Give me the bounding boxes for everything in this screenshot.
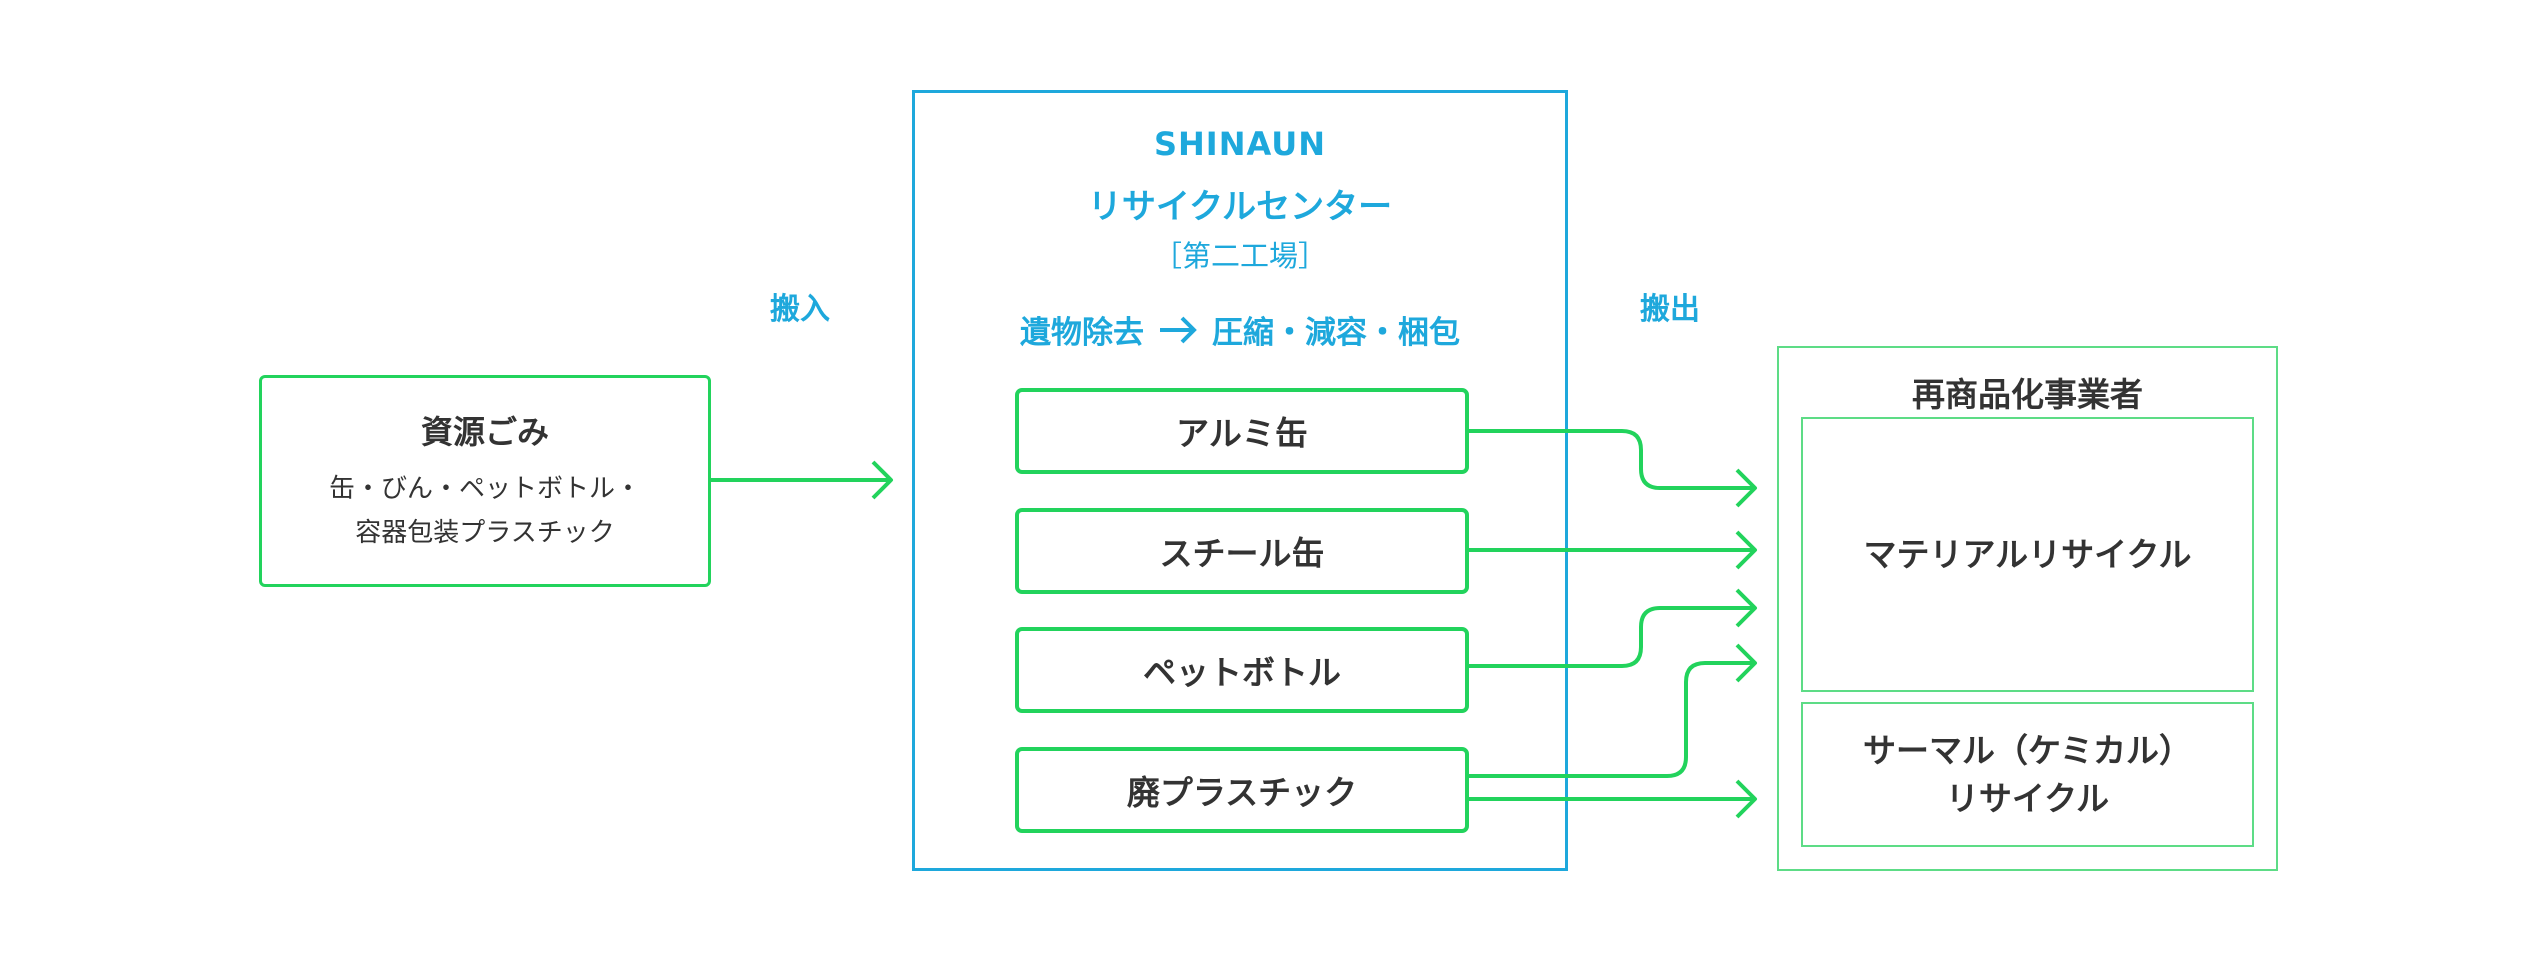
source-line-2: 容器包装プラスチック (355, 518, 615, 548)
process-to: 圧縮・減容・梱包 (1212, 315, 1460, 351)
arrow-plastic-to-material (1468, 643, 1757, 778)
item-aluminum-can: アルミ缶 (1015, 388, 1469, 474)
arrow-source-to-center (711, 460, 893, 500)
item-pet-bottle: ペットボトル (1015, 627, 1469, 713)
arrow-right-icon (1158, 314, 1198, 346)
recycler-box: 再商品化事業者 マテリアルリサイクル サーマル（ケミカル） リサイクル (1777, 346, 2278, 871)
material-recycling-box: マテリアルリサイクル (1801, 417, 2254, 692)
process-from: 遺物除去 (1020, 315, 1144, 351)
recycler-title: 再商品化事業者 (1912, 375, 2143, 414)
source-title: 資源ごみ (420, 413, 549, 451)
arrow-aluminum-to-material (1468, 429, 1757, 508)
item-steel-can: スチール缶 (1015, 508, 1469, 594)
center-name: リサイクルセンター (1087, 187, 1393, 227)
thermal-recycling-label-2: リサイクル (1945, 778, 2110, 818)
center-plant: ［第二工場］ (1152, 239, 1327, 273)
label-in: 搬入 (770, 292, 830, 327)
arrow-pet-to-material (1468, 588, 1757, 668)
recycling-center-box: SHINAUN リサイクルセンター ［第二工場］ 遺物除去 圧縮・減容・梱包 ア… (912, 90, 1568, 871)
center-process: 遺物除去 圧縮・減容・梱包 (915, 307, 1565, 352)
label-out: 搬出 (1640, 292, 1700, 327)
item-waste-plastic: 廃プラスチック (1015, 747, 1469, 833)
source-line-1: 缶・びん・ペットボトル・ (328, 474, 641, 504)
source-waste-box: 資源ごみ 缶・びん・ペットボトル・ 容器包装プラスチック (259, 375, 711, 587)
thermal-recycling-label-1: サーマル（ケミカル） (1862, 730, 2192, 770)
thermal-recycling-box: サーマル（ケミカル） リサイクル (1801, 702, 2254, 847)
arrow-steel-to-material (1468, 530, 1757, 570)
material-recycling-label: マテリアルリサイクル (1863, 534, 2192, 574)
center-brand: SHINAUN (1153, 125, 1327, 163)
arrow-plastic-to-thermal (1468, 779, 1757, 819)
